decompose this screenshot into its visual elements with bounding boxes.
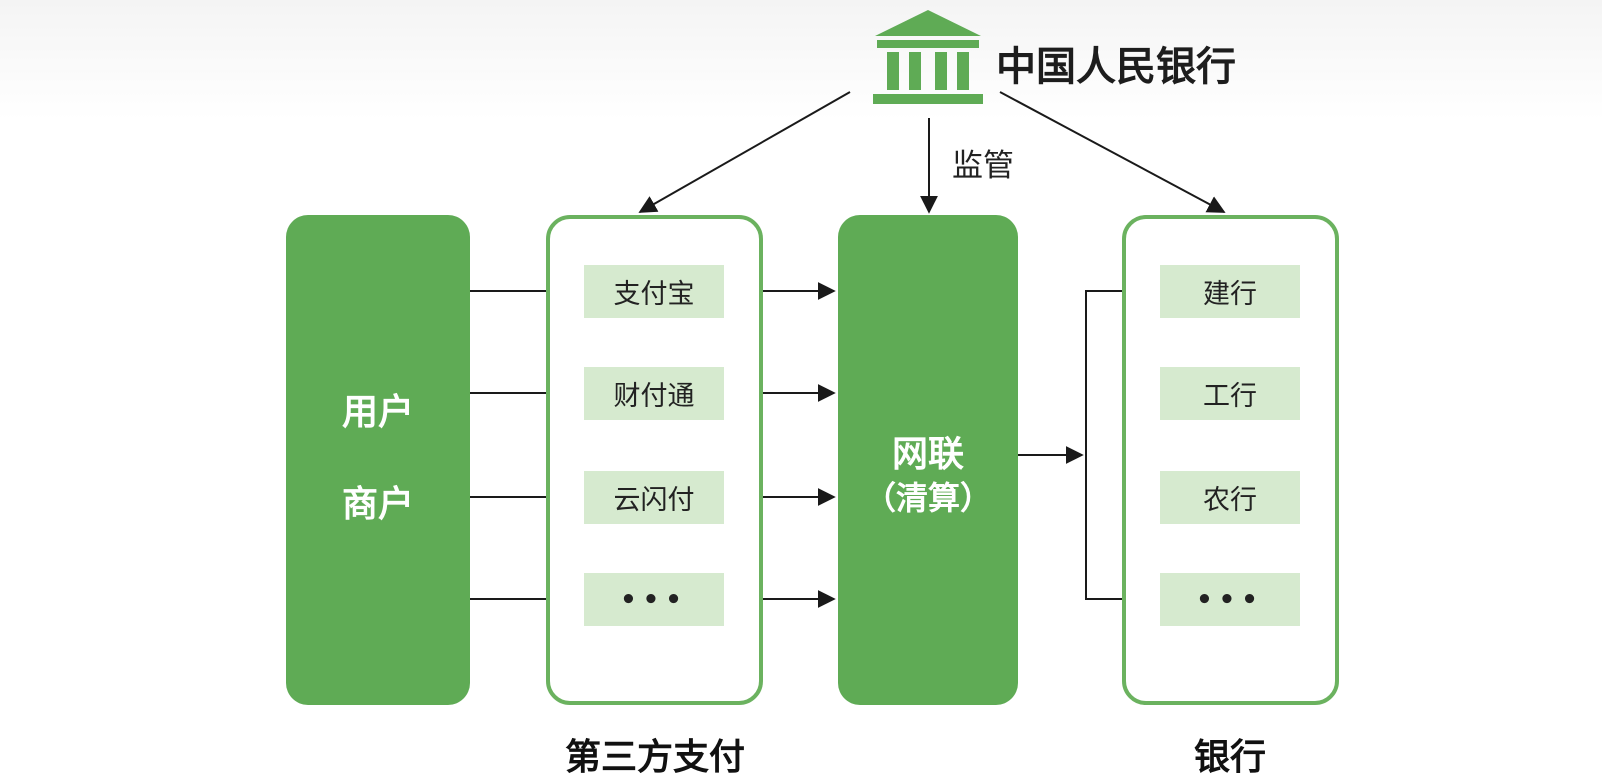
third-party-item-more: ••• <box>584 573 724 626</box>
bank-building-icon <box>873 10 983 104</box>
bank-item-icbc: 工行 <box>1160 367 1300 420</box>
bank-item-ccb: 建行 <box>1160 265 1300 318</box>
third-party-item-unionpay: 云闪付 <box>584 471 724 524</box>
bank-item-more: ••• <box>1160 573 1300 626</box>
clearing-sub-label: （清算） <box>863 479 992 517</box>
third-party-item-tenpay: 财付通 <box>584 367 724 420</box>
supervise-arrow-banks <box>999 91 1226 213</box>
merchants-label: 商户 <box>341 484 414 525</box>
supervision-label: 监管 <box>952 148 1014 184</box>
central-bank-title: 中国人民银行 <box>996 44 1236 90</box>
banks-caption: 银行 <box>1193 737 1266 778</box>
top-background-fade <box>0 0 1602 120</box>
third-party-item-alipay: 支付宝 <box>584 265 724 318</box>
banks-bracket <box>1085 290 1122 600</box>
clearing-box: 网联 （清算） <box>838 215 1018 705</box>
bank-item-abc: 农行 <box>1160 471 1300 524</box>
third-party-caption: 第三方支付 <box>564 737 745 778</box>
supervise-arrow-third-party <box>638 91 851 213</box>
users-merchants-box: 用户 商户 <box>286 215 470 705</box>
clearing-name-label: 网联 <box>891 434 964 475</box>
users-label: 用户 <box>341 392 414 433</box>
